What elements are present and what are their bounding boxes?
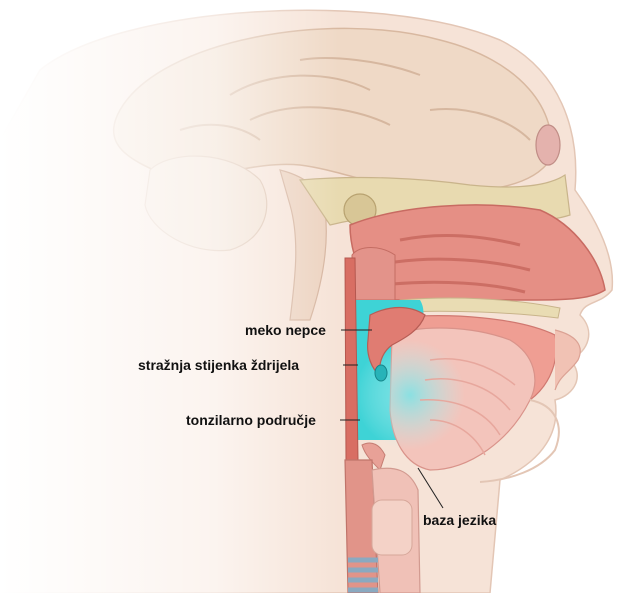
label-tonsillar-region: tonzilarno područje bbox=[186, 412, 316, 428]
label-soft-palate: meko nepce bbox=[245, 322, 326, 338]
label-tongue-base: baza jezika bbox=[423, 512, 496, 528]
label-posterior-pharyngeal-wall: stražnja stijenka ždrijela bbox=[138, 357, 299, 373]
